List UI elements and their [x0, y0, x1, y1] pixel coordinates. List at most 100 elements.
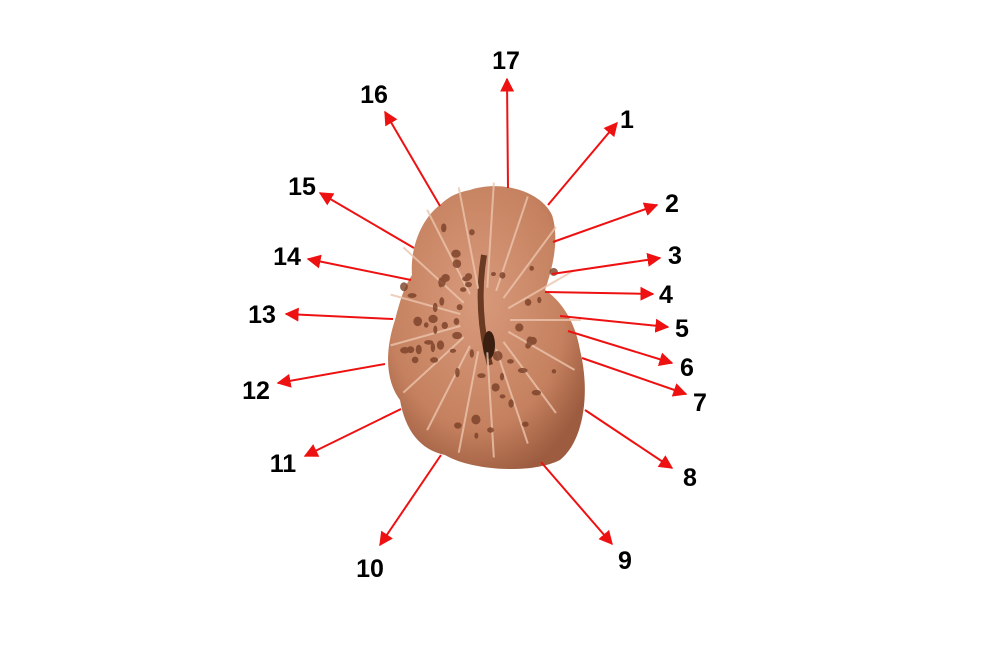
bead-pit — [459, 287, 467, 292]
bead-pit — [415, 344, 422, 355]
arrow-6 — [567, 330, 674, 366]
bead-pit — [413, 316, 423, 327]
bead-pit — [551, 369, 557, 374]
bead-pit — [507, 359, 514, 364]
bead-pit — [499, 372, 505, 381]
label-11: 11 — [270, 450, 297, 478]
label-9: 9 — [618, 547, 632, 575]
label-13: 13 — [248, 301, 276, 329]
bead-pit — [456, 304, 463, 311]
bead-pit — [451, 249, 461, 258]
bead-pit — [428, 314, 438, 324]
bead-pit — [438, 277, 443, 288]
arrow-14 — [306, 254, 412, 281]
bead-pit — [464, 281, 472, 288]
bead-pit — [407, 293, 417, 298]
bead-pit — [436, 340, 445, 350]
bead-pit — [490, 272, 496, 277]
bead-pit — [496, 352, 501, 357]
arrow-16 — [384, 110, 441, 207]
label-4: 4 — [659, 281, 673, 309]
bead-pit — [469, 349, 475, 358]
bead-ridge — [507, 330, 576, 371]
bead-pit — [499, 272, 506, 279]
bead-pit — [454, 422, 462, 429]
label-12: 12 — [242, 377, 270, 405]
bead-pit — [508, 399, 514, 408]
bead-ridge — [507, 269, 576, 310]
bead-pit — [452, 259, 462, 269]
arrow-12 — [276, 363, 386, 388]
bead-ridge — [390, 325, 461, 347]
label-10: 10 — [356, 555, 384, 583]
bead-ridge — [390, 293, 461, 315]
bead-pit — [455, 367, 460, 378]
bead-pit — [452, 331, 463, 340]
bead-pit — [531, 389, 542, 396]
bead-ridge — [495, 348, 529, 444]
bead-pit — [430, 342, 436, 353]
arrow-17 — [500, 77, 515, 189]
bead-pit — [400, 282, 408, 292]
arrow-10 — [379, 454, 442, 547]
arrow-9 — [540, 461, 613, 546]
bead-pit — [441, 274, 450, 282]
arrow-1 — [547, 121, 618, 206]
label-6: 6 — [680, 354, 694, 382]
arrow-13 — [284, 307, 394, 322]
bead-ridge — [486, 352, 495, 458]
bead-pit — [522, 421, 529, 427]
bead-pit — [526, 336, 534, 347]
bead-pit — [400, 347, 410, 354]
bead-pit — [449, 348, 457, 353]
arrow-5 — [559, 315, 670, 333]
bead-pit — [439, 297, 445, 306]
arrow-8 — [584, 409, 674, 469]
bead-pit — [453, 318, 460, 325]
label-7: 7 — [693, 389, 707, 417]
arrow-4 — [544, 286, 655, 301]
bead-pit — [433, 325, 438, 335]
bead-ridge — [426, 345, 471, 431]
bead-ridge — [502, 226, 557, 299]
bead-pit — [432, 302, 438, 313]
bead-pit — [524, 298, 532, 306]
bead-pit — [487, 427, 494, 433]
bead-pit — [469, 229, 475, 236]
bead-ridge — [486, 182, 495, 288]
bead-pit — [424, 340, 434, 345]
label-5: 5 — [675, 315, 689, 343]
label-17: 17 — [492, 47, 520, 75]
label-1: 1 — [620, 106, 634, 134]
bead-pit — [471, 414, 481, 425]
bead-pit — [529, 265, 534, 271]
bead-pit — [411, 356, 419, 364]
label-14: 14 — [273, 243, 301, 271]
arrow-11 — [303, 408, 402, 457]
arrow-3 — [551, 252, 662, 275]
bead-pit — [441, 321, 448, 329]
bead-ridge — [457, 187, 480, 289]
bead-pit — [477, 373, 486, 379]
bead-pit — [441, 223, 447, 233]
bead-pit — [515, 323, 524, 332]
label-3: 3 — [668, 242, 682, 270]
bead-ridge — [457, 351, 480, 453]
bead-pit — [474, 432, 479, 439]
bead-pit — [537, 296, 542, 304]
arrow-15 — [318, 192, 415, 249]
arrow-2 — [552, 202, 659, 243]
bead-ridge — [402, 336, 465, 394]
bead-pit — [517, 367, 528, 374]
label-16: 16 — [360, 81, 388, 109]
bead-pit — [499, 394, 506, 399]
bead-ridge — [502, 341, 557, 414]
label-8: 8 — [683, 464, 697, 492]
bead-pit — [423, 322, 429, 328]
bead-pit — [430, 357, 439, 363]
label-2: 2 — [665, 190, 679, 218]
arrow-7 — [581, 357, 688, 397]
bead-ridge — [402, 246, 465, 304]
